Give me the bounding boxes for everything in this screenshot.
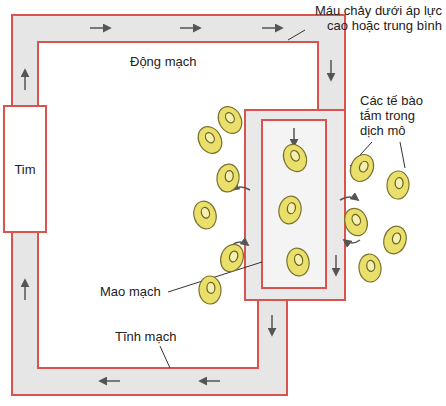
part-label: Tĩnh mạch xyxy=(115,329,205,344)
leader-lines xyxy=(160,30,405,368)
capillary-inner xyxy=(262,120,326,288)
part-label: Máu chảy dưới áp lực cao hoặc trung bình xyxy=(306,3,442,33)
tissue-cell xyxy=(191,199,220,232)
tissue-cell xyxy=(341,205,371,239)
tissue-cell xyxy=(386,170,409,199)
tissue-cell xyxy=(276,194,303,226)
tissue-cell xyxy=(346,151,378,186)
part-label: Các tế bào tắm trong dịch mô xyxy=(360,93,442,138)
tissue-cell xyxy=(380,223,409,256)
tissue-cell xyxy=(199,276,222,305)
node-text: Tim xyxy=(14,162,35,177)
tissue-cell xyxy=(279,141,311,176)
capillary-outer xyxy=(245,110,345,300)
flow-arrows xyxy=(25,28,360,381)
tissue-cell xyxy=(214,102,247,137)
tissue-cell xyxy=(358,253,383,283)
tissue-cell xyxy=(215,163,240,193)
part-label: Động mạch xyxy=(130,54,240,69)
tissue-cell xyxy=(285,246,312,278)
tissue-cell xyxy=(217,241,248,275)
vessel-outer xyxy=(12,15,345,395)
heart-box: Tim xyxy=(3,105,47,233)
part-label: Mao mạch xyxy=(100,284,190,299)
